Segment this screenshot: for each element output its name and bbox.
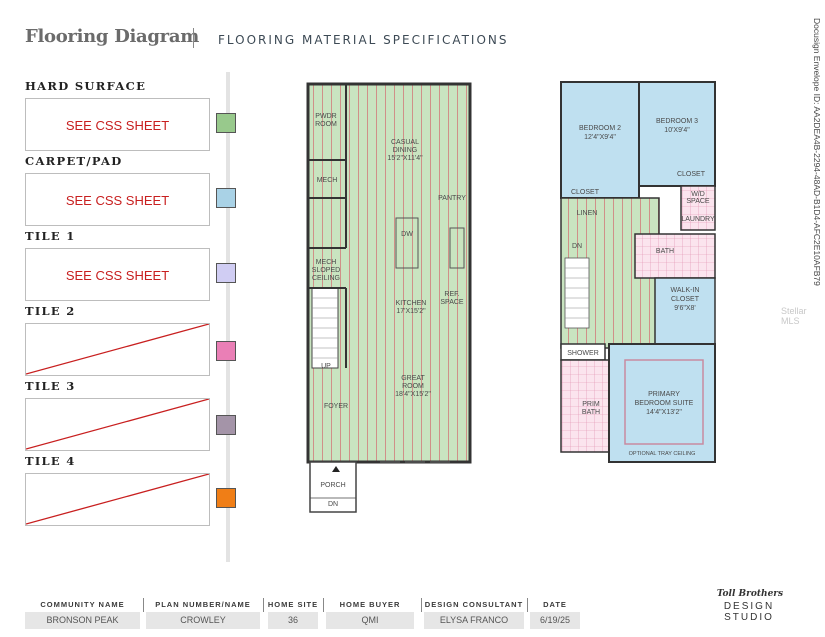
porch xyxy=(309,461,357,513)
category-box-tile-2 xyxy=(25,323,210,376)
tray-ceiling-outline xyxy=(624,359,704,445)
page-title: Flooring Diagram xyxy=(25,26,199,47)
swatch-tile-2 xyxy=(216,341,236,361)
mls-watermark: Stellar MLS xyxy=(781,306,807,326)
label-closet-2: CLOSET xyxy=(677,171,706,178)
swatch-carpet-pad xyxy=(216,188,236,208)
category-label-tile-4: TILE 4 xyxy=(25,454,76,468)
label-laundry: LAUNDRY xyxy=(681,216,715,223)
category-label-tile-2: TILE 2 xyxy=(25,304,76,318)
not-applicable-slash xyxy=(26,474,209,525)
footer-header-date: DATE xyxy=(543,600,567,609)
label-foyer: FOYER xyxy=(324,403,348,410)
docusign-envelope-id: Docusign Envelope ID: AA2DEA4B-2294-48AD… xyxy=(812,18,822,286)
category-box-tile-4 xyxy=(25,473,210,526)
second-floor-stair xyxy=(564,257,590,329)
prim-bath-tile xyxy=(560,359,610,453)
not-applicable-slash xyxy=(26,399,209,450)
footer-header-design-consultant: DESIGN CONSULTANT xyxy=(424,600,524,609)
category-label-tile-1: TILE 1 xyxy=(25,229,76,243)
brand-design-studio: DESIGN STUDIO xyxy=(723,601,775,623)
label-ref-space: REF.SPACE xyxy=(440,291,464,306)
not-applicable-slash xyxy=(26,324,209,375)
footer-value-home-site: 36 xyxy=(268,612,318,629)
label-mech: MECH xyxy=(317,177,338,184)
footer-value-date: 6/19/25 xyxy=(530,612,580,629)
bath-tile xyxy=(634,233,716,279)
label-dw: DW xyxy=(401,231,413,238)
label-bath: BATH xyxy=(656,248,674,255)
footer-divider xyxy=(527,598,528,612)
label-dn-2: DN xyxy=(572,243,582,250)
footer-header-home-buyer: HOME BUYER xyxy=(339,600,401,609)
page-subtitle: FLOORING MATERIAL SPECIFICATIONS xyxy=(218,33,509,47)
label-dn: DN xyxy=(328,501,338,508)
label-shower: SHOWER xyxy=(567,350,599,357)
kitchen-island xyxy=(395,217,419,269)
footer-value-design-consultant: ELYSA FRANCO xyxy=(424,612,524,629)
category-box-tile-3 xyxy=(25,398,210,451)
category-box-tile-1: SEE CSS SHEET xyxy=(25,248,210,301)
category-note: SEE CSS SHEET xyxy=(65,268,170,283)
swatch-tile-3 xyxy=(216,415,236,435)
laundry-tile xyxy=(680,185,716,231)
category-label-hard-surface: HARD SURFACE xyxy=(25,79,147,93)
label-linen: LINEN xyxy=(577,210,598,217)
footer-header-community: COMMUNITY NAME xyxy=(40,600,125,609)
swatch-hard-surface xyxy=(216,113,236,133)
title-divider xyxy=(193,28,194,48)
bedroom-3-carpet xyxy=(638,81,716,187)
swatch-tile-4 xyxy=(216,488,236,508)
primary-suite-carpet xyxy=(608,343,716,463)
label-porch: PORCH xyxy=(320,482,345,489)
footer-header-home-site: HOME SITE xyxy=(267,600,319,609)
brand-logo-toll-brothers: Toll Brothers xyxy=(716,589,784,599)
legend-divider xyxy=(226,72,230,562)
kitchen-counter xyxy=(449,227,465,269)
footer-value-community: BRONSON PEAK xyxy=(25,612,140,629)
footer-value-home-buyer: QMI xyxy=(326,612,414,629)
footer-divider xyxy=(421,598,422,612)
category-note: SEE CSS SHEET xyxy=(65,193,170,208)
swatch-tile-1 xyxy=(216,263,236,283)
label-closet-1: CLOSET xyxy=(571,189,600,196)
footer-divider xyxy=(323,598,324,612)
category-label-tile-3: TILE 3 xyxy=(25,379,76,393)
label-tray-ceiling: OPTIONAL TRAY CEILING xyxy=(629,451,696,457)
footer-value-plan: CROWLEY xyxy=(146,612,260,629)
label-up: UP xyxy=(321,363,331,370)
category-note: SEE CSS SHEET xyxy=(65,118,170,133)
footer-divider xyxy=(143,598,144,612)
label-pantry: PANTRY xyxy=(438,195,466,202)
footer-header-plan: PLAN NUMBER/NAME xyxy=(155,600,251,609)
footer-divider xyxy=(263,598,264,612)
category-box-carpet-pad: SEE CSS SHEET xyxy=(25,173,210,226)
category-box-hard-surface: SEE CSS SHEET xyxy=(25,98,210,151)
category-label-carpet-pad: CARPET/PAD xyxy=(25,154,123,168)
